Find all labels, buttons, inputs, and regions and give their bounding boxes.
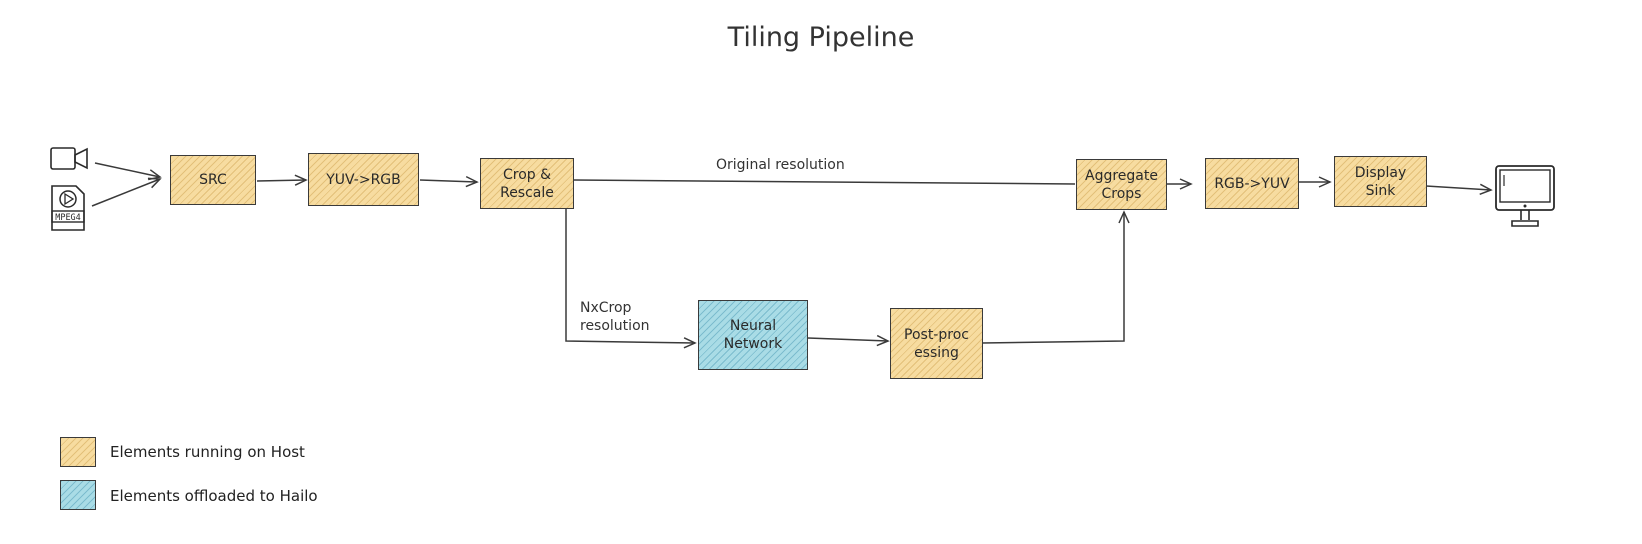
rgb-to-yuv-node-label: RGB->YUV (1214, 175, 1290, 192)
nxcrop-resolution-label: NxCrop resolution (580, 300, 650, 334)
mpeg4-file-icon: MPEG4 (51, 185, 85, 231)
mpeg4-file-label: MPEG4 (55, 213, 81, 223)
edge-nn-post (807, 334, 890, 347)
aggregate-crops-node-label: Aggregate Crops (1085, 167, 1158, 202)
legend-host-swatch (60, 437, 96, 467)
original-resolution-label: Original resolution (716, 157, 845, 173)
edge-post-aggregate (981, 210, 1130, 344)
display-sink-node-label: Display Sink (1354, 164, 1407, 199)
crop-rescale-node: Crop & Rescale (480, 158, 574, 209)
display-sink-node: Display Sink (1334, 156, 1427, 207)
edge-src-yuv (256, 174, 308, 186)
edge-camera-src (94, 162, 162, 181)
post-processing-node-label: Post-proc essing (904, 326, 969, 361)
legend-host-label: Elements running on Host (110, 443, 305, 461)
yuv-to-rgb-node: YUV->RGB (308, 153, 419, 206)
camera-icon (50, 147, 88, 170)
edge-crop-aggregate (573, 179, 1076, 185)
yuv-to-rgb-node-label: YUV->RGB (326, 171, 401, 188)
diagram-title: Tiling Pipeline (727, 22, 915, 53)
monitor-icon (1495, 165, 1555, 227)
src-node-label: SRC (199, 172, 227, 188)
edge-crop-nn (565, 208, 697, 349)
neural-network-node: Neural Network (698, 300, 808, 370)
post-processing-node: Post-proc essing (890, 308, 983, 379)
crop-rescale-node-label: Crop & Rescale (500, 166, 554, 201)
edge-yuv-crop (419, 175, 479, 188)
rgb-to-yuv-node: RGB->YUV (1205, 158, 1299, 209)
src-node: SRC (170, 155, 256, 205)
edge-file-src (91, 177, 162, 207)
aggregate-crops-node: Aggregate Crops (1076, 159, 1167, 210)
edge-display-monitor (1425, 183, 1493, 196)
legend-hailo-swatch (60, 480, 96, 510)
neural-network-node-label: Neural Network (723, 318, 783, 352)
legend-hailo-label: Elements offloaded to Hailo (110, 487, 318, 505)
